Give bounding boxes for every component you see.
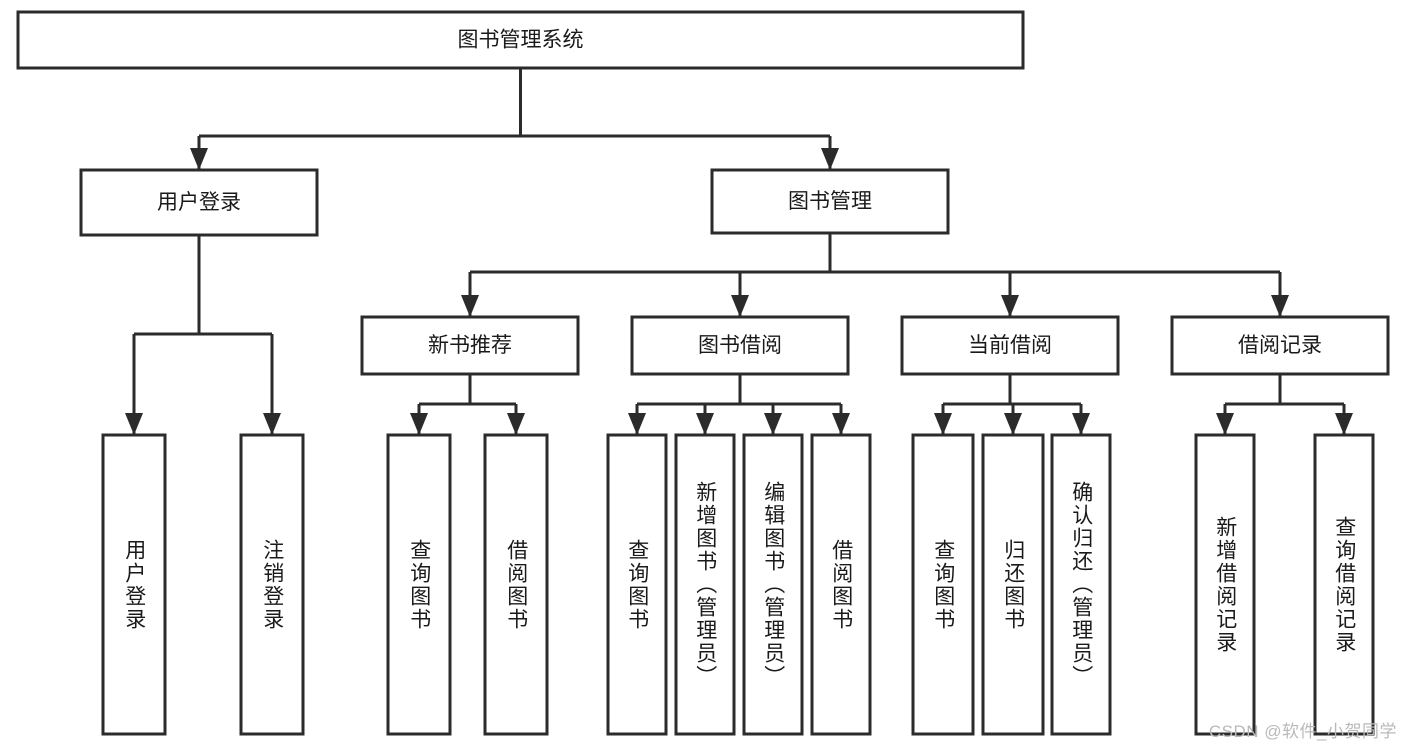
level3-label-3: 借阅记录 (1238, 334, 1322, 357)
level2-box-0[interactable] (79, 168, 319, 237)
leaf-box-10[interactable] (1050, 433, 1112, 736)
leaf-box-4[interactable] (606, 433, 668, 736)
leaf-box-5[interactable] (674, 433, 736, 736)
level3-box-3[interactable] (1170, 315, 1390, 376)
leaf-box-11[interactable] (1194, 433, 1256, 736)
level3-box-1[interactable] (630, 315, 850, 376)
newbook-to-leaves-arrow-0 (410, 413, 428, 435)
current-to-leaves-arrow-0 (934, 413, 952, 435)
level3-label-1: 图书借阅 (698, 334, 782, 357)
root-to-level2-arrow-1 (821, 148, 839, 170)
watermark-text: CSDN @软件_小贺同学 (1208, 722, 1397, 741)
leaf-box-2[interactable] (386, 433, 452, 736)
current-to-leaves-arrow-1 (1004, 413, 1022, 435)
login-to-leaves-arrow-1 (263, 413, 281, 435)
bookmgmt-to-level3-arrow-3 (1271, 295, 1289, 317)
root-label-0: 图书管理系统 (458, 29, 584, 52)
newbook-to-leaves-arrow-1 (507, 413, 525, 435)
borrow-to-leaves-arrow-1 (696, 413, 714, 435)
level2-label-1: 图书管理 (788, 190, 872, 213)
level3-box-2[interactable] (900, 315, 1120, 376)
current-to-leaves-arrow-2 (1072, 413, 1090, 435)
leaf-box-0[interactable] (101, 433, 167, 736)
root-box-0[interactable] (16, 10, 1025, 70)
level3-label-2: 当前借阅 (968, 334, 1052, 357)
leaf-box-9[interactable] (981, 433, 1045, 736)
record-to-leaves-arrow-0 (1216, 413, 1234, 435)
leaf-box-1[interactable] (239, 433, 305, 736)
login-to-leaves-arrow-0 (125, 413, 143, 435)
level2-box-1[interactable] (710, 168, 950, 235)
node-box-layer (16, 10, 1390, 736)
borrow-to-leaves-arrow-3 (832, 413, 850, 435)
leaf-box-3[interactable] (483, 433, 549, 736)
level3-box-0[interactable] (360, 315, 580, 376)
borrow-to-leaves-arrow-0 (628, 413, 646, 435)
bookmgmt-to-level3-arrow-2 (1001, 295, 1019, 317)
root-to-level2-arrow-0 (190, 148, 208, 170)
borrow-to-leaves-arrow-2 (764, 413, 782, 435)
level3-label-0: 新书推荐 (428, 334, 512, 357)
leaf-box-7[interactable] (810, 433, 872, 736)
leaf-box-12[interactable] (1313, 433, 1375, 736)
leaf-box-6[interactable] (742, 433, 804, 736)
bookmgmt-to-level3-arrow-1 (731, 295, 749, 317)
level2-label-0: 用户登录 (157, 191, 241, 214)
record-to-leaves-arrow-1 (1335, 413, 1353, 435)
bookmgmt-to-level3-arrow-0 (461, 295, 479, 317)
connector-layer (125, 68, 1353, 435)
leaf-box-8[interactable] (911, 433, 975, 736)
